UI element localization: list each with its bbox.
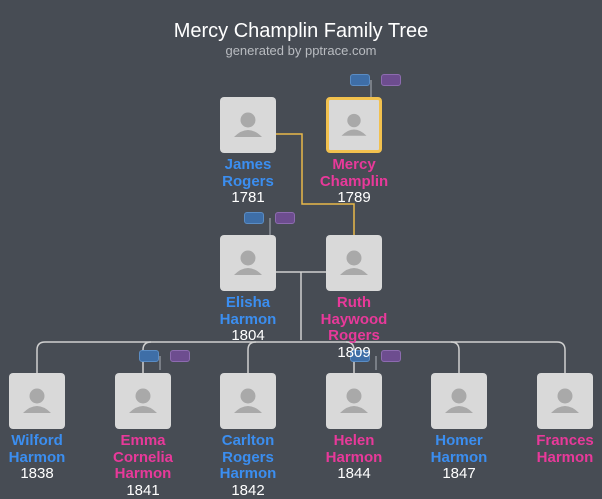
person-name-line: Harmon	[193, 466, 303, 483]
person-silhouette-icon	[115, 373, 171, 429]
person-card-helen[interactable]	[326, 373, 382, 429]
person-name-line: Homer	[404, 433, 514, 450]
person-silhouette-icon	[326, 373, 382, 429]
person-card-emma[interactable]	[115, 373, 171, 429]
person-name-line: Ruth	[299, 295, 409, 312]
person-name-line: Harmon	[510, 450, 602, 467]
person-silhouette-icon	[220, 97, 276, 153]
person-name-line: Rogers	[299, 328, 409, 345]
person-silhouette-icon	[326, 235, 382, 291]
person-name-line: Elisha	[193, 295, 303, 312]
person-birth-year-homer: 1847	[404, 466, 514, 483]
person-card-elisha[interactable]	[220, 235, 276, 291]
person-birth-year-wilford: 1838	[0, 466, 92, 483]
person-name-line: Mercy	[299, 157, 409, 174]
person-name-line: Champlin	[299, 174, 409, 191]
person-card-mercy[interactable]	[326, 97, 382, 153]
person-card-wilford[interactable]	[9, 373, 65, 429]
person-name-line: Harmon	[193, 312, 303, 329]
person-card-ruth[interactable]	[326, 235, 382, 291]
family-badge-icon[interactable]	[275, 212, 295, 224]
person-name-line: Harmon	[404, 450, 514, 467]
person-birth-year-elisha: 1804	[193, 328, 303, 345]
child-drop-homer	[451, 342, 459, 374]
person-card-carlton[interactable]	[220, 373, 276, 429]
person-card-homer[interactable]	[431, 373, 487, 429]
child-drop-carlton	[248, 342, 256, 374]
person-silhouette-icon	[537, 373, 593, 429]
person-name-line: Wilford	[0, 433, 92, 450]
person-card-james[interactable]	[220, 97, 276, 153]
person-card-frances[interactable]	[537, 373, 593, 429]
person-name-line: Emma	[88, 433, 198, 450]
person-birth-year-james: 1781	[193, 190, 303, 207]
person-birth-year-mercy: 1789	[299, 190, 409, 207]
person-birth-year-helen: 1844	[299, 466, 409, 483]
person-name-line: Carlton	[193, 433, 303, 450]
spouse-badge-icon[interactable]	[350, 74, 370, 86]
person-silhouette-icon	[329, 100, 379, 150]
person-silhouette-icon	[9, 373, 65, 429]
person-name-line: Helen	[299, 433, 409, 450]
person-name-line: Haywood	[299, 312, 409, 329]
spouse-badge-icon[interactable]	[139, 350, 159, 362]
person-name-line: Rogers	[193, 450, 303, 467]
person-name-line: Harmon	[88, 466, 198, 483]
person-name-line: Harmon	[299, 450, 409, 467]
person-name-line: Cornelia	[88, 450, 198, 467]
person-silhouette-icon	[220, 235, 276, 291]
person-birth-year-ruth: 1809	[299, 345, 409, 362]
person-name-line: Frances	[510, 433, 602, 450]
family-badge-icon[interactable]	[170, 350, 190, 362]
person-name-line: Rogers	[193, 174, 303, 191]
person-birth-year-carlton: 1842	[193, 483, 303, 499]
person-silhouette-icon	[220, 373, 276, 429]
person-name-line: Harmon	[0, 450, 92, 467]
spouse-badge-icon[interactable]	[244, 212, 264, 224]
person-silhouette-icon	[431, 373, 487, 429]
person-name-line: James	[193, 157, 303, 174]
person-birth-year-emma: 1841	[88, 483, 198, 499]
family-badge-icon[interactable]	[381, 74, 401, 86]
